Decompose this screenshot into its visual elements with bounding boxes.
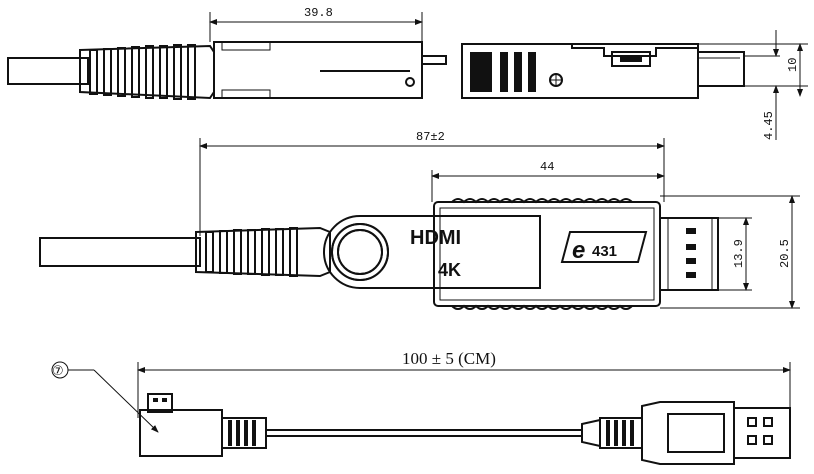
ribs-bottom-left: [221, 417, 267, 449]
ribs-top-left: [89, 44, 196, 100]
ribs-top-right: [470, 52, 536, 92]
callout-number: ⑦: [52, 364, 64, 379]
top-right-view: 10 4.45: [461, 30, 808, 140]
connector-body-right: [461, 43, 699, 99]
ribs-body: [451, 198, 633, 310]
micro-usb-tip: [147, 393, 173, 413]
plug-contacts: [686, 228, 696, 278]
dim-offset-side: 4.45: [762, 111, 776, 140]
bottom-view: 100 ± 5 (CM) ⑦: [51, 349, 791, 465]
cable-middle: [39, 237, 201, 267]
dim-total-height: 20.5: [778, 239, 792, 268]
connector-body-left: [213, 41, 423, 99]
model-badge: e 431: [560, 231, 648, 264]
hdmi-logo-text: HDMI: [410, 227, 461, 249]
ribs-middle: [205, 227, 298, 277]
swivel-cover: [323, 215, 541, 289]
usb-a-connector: [581, 401, 791, 465]
dim-cable-length: 100 ± 5 (CM): [402, 349, 496, 368]
dim-hdmi-height: 13.9: [732, 239, 746, 268]
dim-height-side: 10: [786, 58, 800, 72]
cable-segment: [7, 57, 89, 85]
resolution-text: 4K: [438, 260, 461, 280]
dim-total-length: 87±2: [416, 130, 445, 144]
micro-usb-port: [611, 51, 651, 67]
top-left-view: 39.8: [7, 6, 447, 100]
badge-prefix: e: [572, 237, 585, 264]
dim-hdmi-section: 44: [540, 160, 554, 174]
badge-code: 431: [592, 243, 617, 260]
dim-top-width: 39.8: [304, 6, 333, 20]
middle-view: HDMI 4K e 431 87±2 44 13.9: [39, 130, 800, 310]
hdmi-connector-body: [433, 201, 661, 307]
angled-connector: [139, 409, 223, 457]
hdmi-plug: [659, 217, 719, 291]
